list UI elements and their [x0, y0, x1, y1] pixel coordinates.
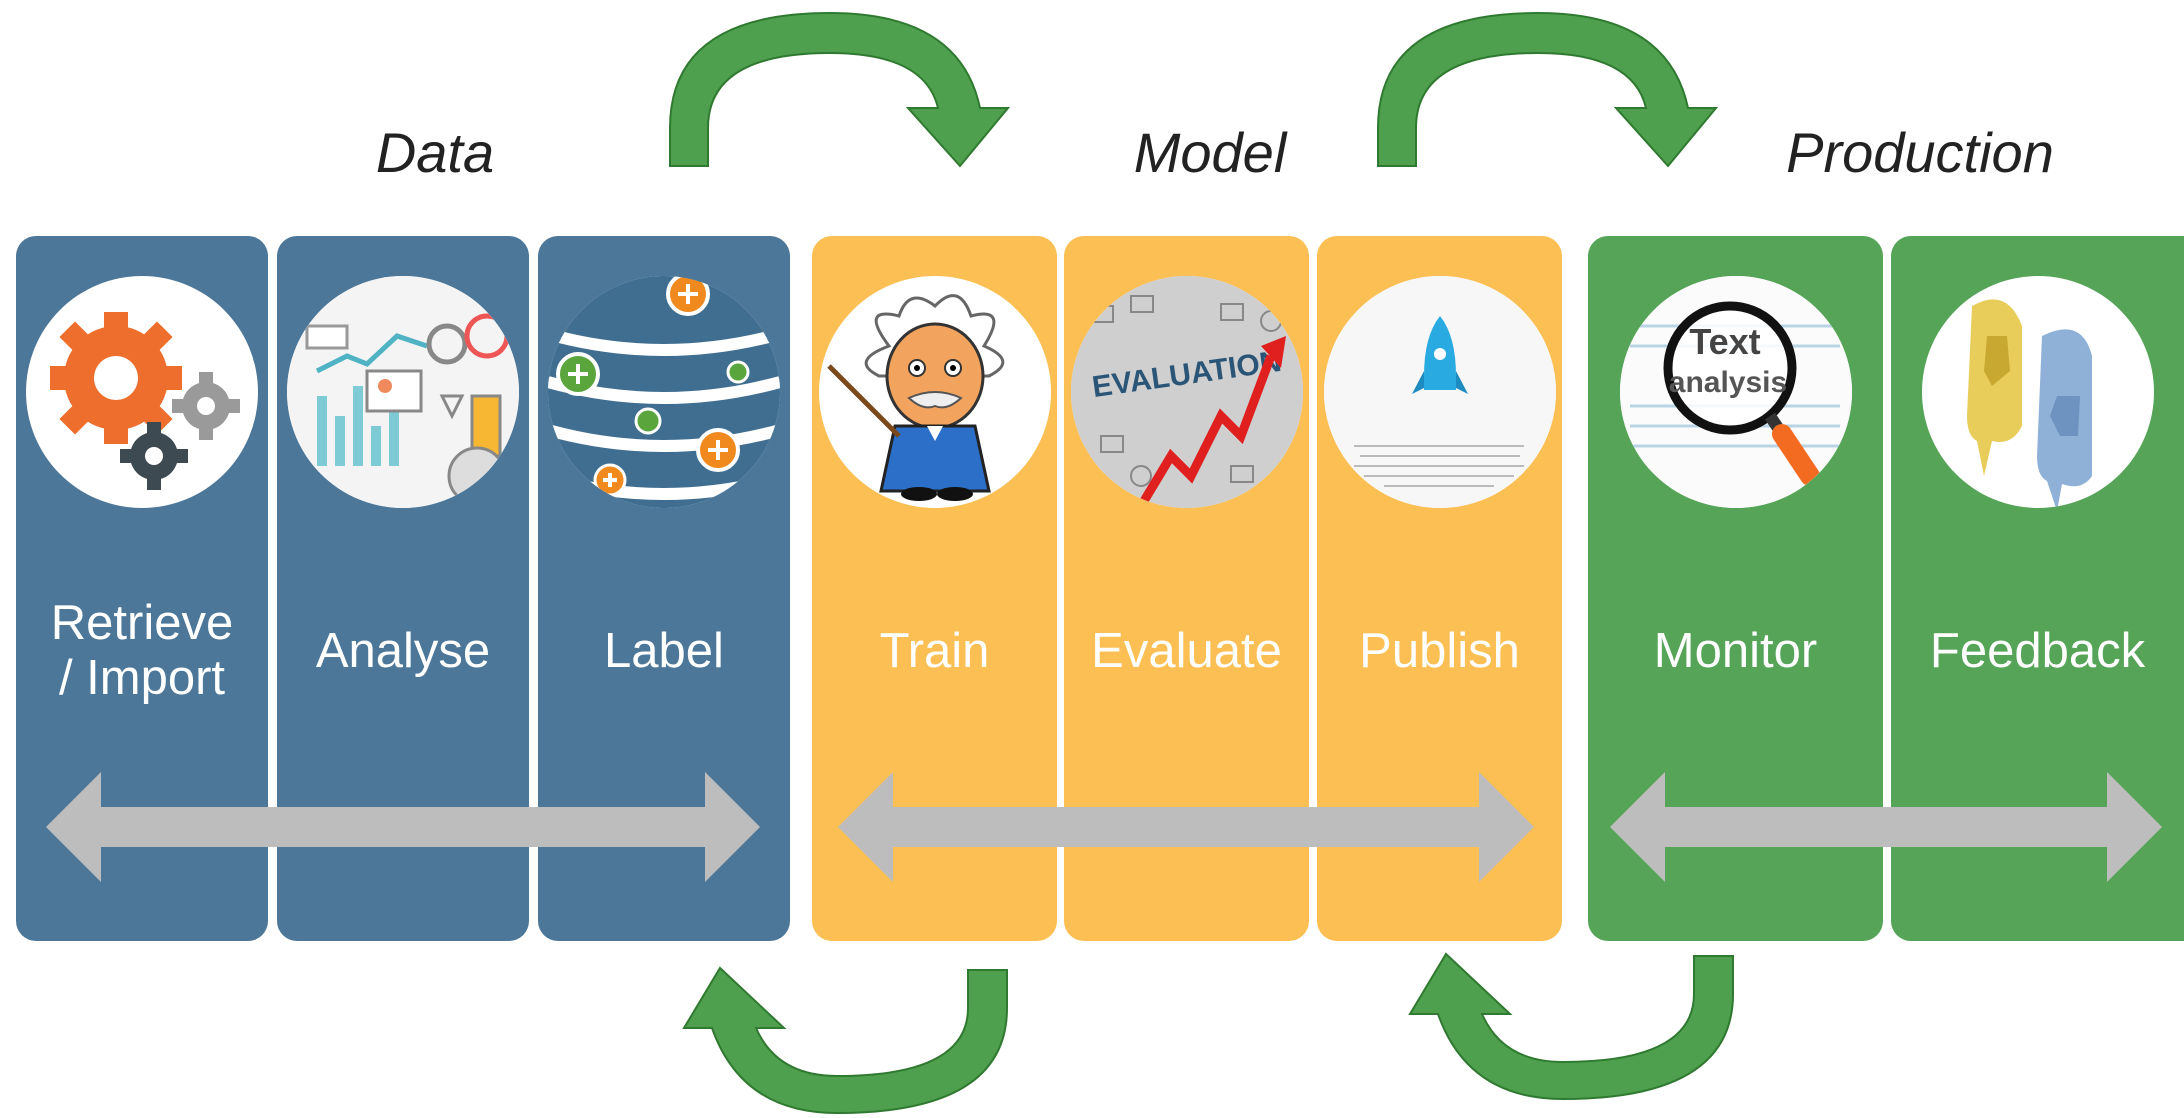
professor-icon	[818, 276, 1051, 508]
evaluation-icon: EVALUATION	[1070, 276, 1303, 508]
step-label-evaluate: Evaluate	[1091, 624, 1282, 678]
thumbs-feedback-icon	[1921, 276, 2154, 508]
analytics-icon	[287, 276, 519, 508]
step-label-feedback: Feedback	[1929, 624, 2146, 678]
cycle-arrow-production-to-model	[1398, 952, 1738, 1104]
phase-title-production: Production	[1786, 121, 2054, 184]
step-label-publish: Publish	[1359, 624, 1520, 678]
cycle-arrow-model-to-production	[1368, 8, 1719, 173]
magnifier-text-line1: Text	[1689, 321, 1760, 362]
phase-title-model: Model	[1133, 121, 1287, 184]
cycle-arrow-model-to-data	[672, 966, 1012, 1118]
step-label-retrieve-import: Retrieve / Import	[50, 596, 234, 705]
step-label-label: Label	[604, 624, 724, 678]
step-label-analyse: Analyse	[315, 624, 491, 678]
gears-icon	[26, 276, 258, 508]
magnifier-icon: Text analysis	[1619, 276, 1852, 508]
step-label-train: Train	[879, 624, 990, 678]
span-arrow-data	[46, 772, 760, 882]
span-arrow-model	[838, 772, 1534, 882]
step-label-monitor: Monitor	[1653, 624, 1818, 678]
database-icon	[548, 276, 780, 508]
rocket-icon	[1323, 276, 1556, 508]
magnifier-text-line2: analysis	[1668, 366, 1786, 399]
cycle-arrow-data-to-model	[660, 8, 1011, 173]
span-arrow-production	[1610, 772, 2162, 882]
phase-title-data: Data	[375, 121, 495, 184]
